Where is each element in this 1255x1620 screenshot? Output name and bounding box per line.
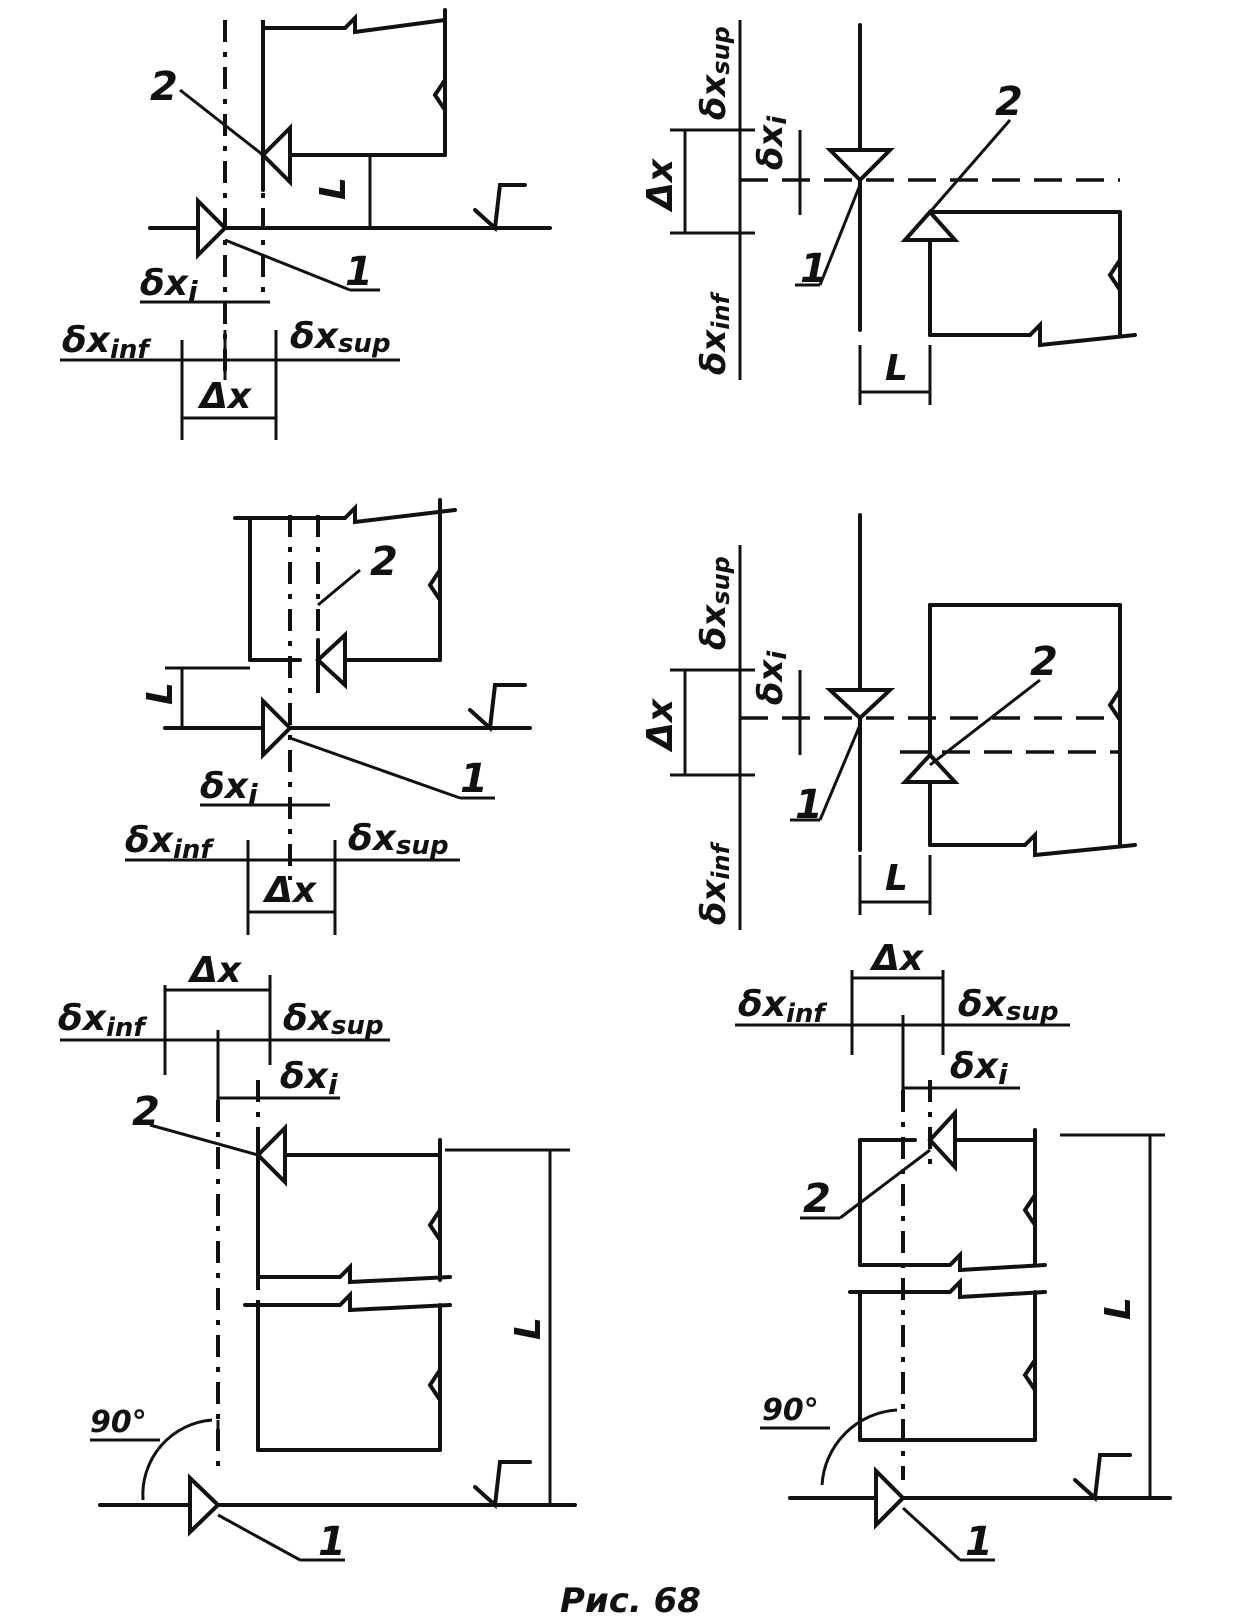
- break-mark-2: [427, 1368, 442, 1402]
- label-2: 2: [995, 79, 1023, 125]
- figure-caption: Рис. 68: [560, 1581, 701, 1620]
- level-mark: [1073, 1453, 1132, 1503]
- label-2: 2: [150, 64, 178, 110]
- level-mark: [468, 683, 527, 733]
- label-2: 2: [132, 1089, 160, 1135]
- break-mark-2: [1022, 1358, 1037, 1392]
- triangle-mark-2: [260, 123, 292, 187]
- label-deltax: Δx: [262, 870, 318, 911]
- label-L: L: [313, 177, 354, 200]
- label-angle: 90°: [762, 1393, 819, 1428]
- label-1: 1: [345, 249, 373, 295]
- label-L: L: [1098, 1297, 1139, 1320]
- label-dx-sup: δxsup: [348, 818, 449, 861]
- break-mark: [427, 1208, 442, 1242]
- label-1: 1: [318, 1519, 346, 1565]
- angle-arc: [141, 1418, 213, 1501]
- label-dx-inf: δxinf: [694, 291, 735, 375]
- panel-f: Δx δxinf δxsup δxi 2 1 L 90°: [735, 938, 1172, 1565]
- break-line: [928, 830, 1137, 858]
- triangle-mark-2: [900, 752, 960, 784]
- triangle-mark-1: [261, 696, 293, 760]
- label-2: 2: [370, 539, 398, 585]
- label-dx-inf: δxinf: [738, 984, 828, 1029]
- label-deltax: Δx: [197, 376, 253, 417]
- break-line: [233, 503, 457, 525]
- triangle-mark-1: [196, 196, 228, 260]
- break-mark: [1107, 258, 1122, 292]
- label-dxi: δxi: [751, 115, 793, 170]
- triangle-mark-2: [315, 630, 347, 690]
- break-mark: [432, 78, 447, 112]
- label-dx-sup: δxsup: [958, 984, 1059, 1027]
- level-mark: [473, 183, 527, 233]
- label-1: 1: [800, 246, 828, 292]
- label-2: 2: [803, 1176, 831, 1222]
- leader-2: [839, 1148, 931, 1220]
- label-deltax: Δx: [869, 938, 925, 979]
- label-1: 1: [965, 1519, 993, 1565]
- panel-b: 2 1 L Δx δxsup δxi δxinf: [640, 20, 1137, 405]
- angle-arc: [820, 1408, 898, 1486]
- break-line-2: [848, 1277, 1047, 1300]
- label-dxi: δxi: [751, 650, 793, 705]
- leader-2: [149, 1123, 259, 1157]
- break-mark: [1107, 688, 1122, 722]
- label-dx-inf: δxinf: [125, 820, 215, 865]
- break-mark: [1022, 1193, 1037, 1227]
- triangle-mark-1: [188, 1473, 221, 1537]
- label-angle: 90°: [90, 1405, 147, 1440]
- triangle-mark-1: [825, 148, 895, 183]
- triangle-mark-2: [900, 208, 960, 242]
- break-line: [928, 320, 1137, 348]
- label-1: 1: [795, 782, 823, 828]
- leader-1: [224, 238, 351, 292]
- leader-1: [901, 1506, 962, 1562]
- label-dx-sup: δxsup: [290, 316, 391, 359]
- triangle-mark-2: [255, 1123, 287, 1187]
- label-dx-sup: δxsup: [283, 998, 384, 1041]
- panel-e: Δx δxinf δxsup δxi 2 1 L 90°: [58, 950, 577, 1565]
- triangle-mark-1: [874, 1466, 906, 1530]
- level-mark: [473, 1460, 532, 1510]
- break-mark: [427, 568, 442, 602]
- panel-d: 2 1 L Δx δxsup δxi δxinf: [640, 513, 1137, 930]
- label-deltax: Δx: [640, 157, 681, 213]
- label-deltax: Δx: [187, 950, 243, 991]
- leader-2: [929, 678, 1041, 767]
- leader-2: [317, 568, 361, 607]
- triangle-mark-1: [824, 688, 896, 721]
- label-dxi: δxi: [280, 1056, 338, 1101]
- break-line: [256, 1262, 452, 1285]
- label-L: L: [885, 348, 908, 389]
- break-line-2: [243, 1290, 452, 1313]
- break-line: [858, 1250, 1047, 1273]
- label-L: L: [140, 682, 181, 705]
- leader-2: [179, 88, 264, 157]
- label-dx-sup: δxsup: [694, 26, 735, 120]
- label-dx-inf: δxinf: [694, 841, 735, 925]
- leader-1: [289, 736, 461, 800]
- label-2: 2: [1030, 639, 1058, 685]
- leader-1: [818, 724, 862, 821]
- leader-2: [928, 119, 1012, 213]
- triangle-mark-2: [927, 1107, 957, 1173]
- label-dx-inf: δxinf: [62, 320, 152, 365]
- label-dx-sup: δxsup: [694, 556, 735, 650]
- label-1: 1: [460, 756, 488, 802]
- leader-1: [818, 184, 862, 286]
- label-L: L: [508, 1317, 549, 1340]
- label-dxi: δxi: [140, 263, 198, 308]
- label-dxi: δxi: [200, 766, 258, 811]
- label-L: L: [885, 858, 908, 899]
- leader-1: [217, 1513, 301, 1562]
- label-dx-inf: δxinf: [58, 998, 148, 1043]
- panel-c: 2 1 L δxi δxinf δxsup Δx: [125, 498, 532, 935]
- label-dxi: δxi: [950, 1046, 1008, 1091]
- label-deltax: Δx: [640, 697, 681, 753]
- panel-a: 2 1 L δxi δxinf δxsup Δx: [60, 8, 552, 440]
- break-line: [261, 13, 447, 35]
